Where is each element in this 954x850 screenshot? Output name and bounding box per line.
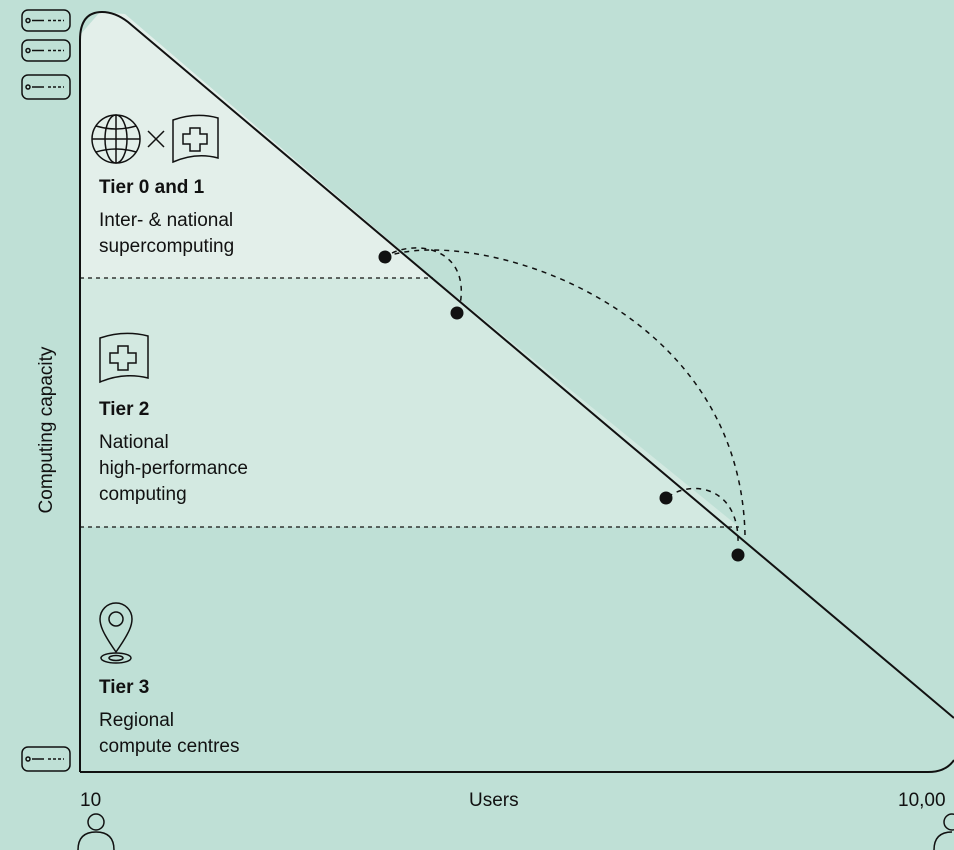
dot-2 [450, 306, 464, 320]
tier-0-1-title: Tier 0 and 1 [99, 177, 205, 198]
times-icon [147, 130, 165, 148]
swiss-flag-icon [99, 332, 149, 384]
tier-2-desc-line-1: National [99, 432, 169, 453]
dot-3 [659, 491, 673, 505]
tier-0-1-region [80, 12, 433, 278]
tier-2-title: Tier 2 [99, 399, 150, 420]
user-icon-left [77, 813, 115, 850]
location-pin-icon [99, 602, 133, 664]
arc-small-top [391, 247, 463, 306]
y-axis-label: Computing capacity [36, 346, 57, 514]
x-axis-line [80, 759, 954, 773]
swiss-flag-icon [172, 114, 219, 164]
tier-0-1-desc-line-2: supercomputing [99, 236, 235, 257]
user-icon-right [933, 813, 954, 850]
globe-icon [91, 114, 141, 164]
server-single-icon [21, 746, 71, 772]
dot-4 [731, 548, 745, 562]
tier-0-1-desc-line-1: Inter- & national [99, 210, 234, 231]
tier-3-desc-line-1: Regional [99, 710, 174, 731]
triangle-outline [79, 10, 954, 772]
arc-small-bottom [667, 487, 739, 546]
x-min-label: 10 [80, 790, 102, 811]
tier-3-desc-line-2: compute centres [99, 736, 240, 757]
tier-2-desc-line-2: high-performance [99, 458, 248, 479]
tier-2-desc-line-3: computing [99, 484, 187, 505]
server-stack-icon [21, 9, 71, 100]
dot-1 [378, 250, 392, 264]
x-axis-label: Users [469, 790, 519, 811]
tier-3-title: Tier 3 [99, 677, 150, 698]
arc-large [384, 249, 746, 536]
tier-2-region [80, 278, 739, 527]
x-max-label: 10,00 [898, 790, 946, 811]
